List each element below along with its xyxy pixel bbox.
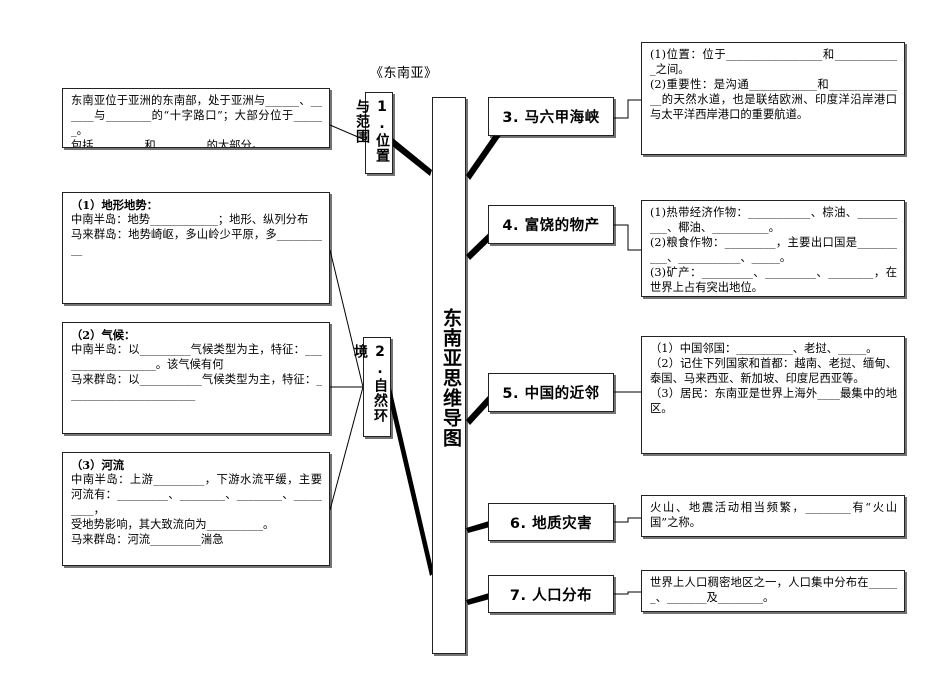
detail-box-location-range: 东南亚位于亚洲的东南部，处于亚洲与______、______与________的… xyxy=(62,88,330,148)
detail-line: (2)重要性：是沟通____________和______________的天然… xyxy=(650,77,897,121)
detail-line: （3）居民：东南亚是世界上海外____最集中的地区。 xyxy=(650,386,897,415)
detail-box-climate: （2）气候： 中南半岛：以_________气候类型为主，特征：________… xyxy=(62,322,330,434)
center-node[interactable]: 东南亚思维导图 xyxy=(432,97,466,654)
branch-node-rich-products[interactable]: 4. 富饶的物产 xyxy=(488,205,614,244)
page-title: 《东南亚》 xyxy=(370,66,438,81)
detail-box-malacca-strait: (1)位置：位于_________________和____________之间… xyxy=(641,42,905,155)
branch-label: 2.自然环境 xyxy=(352,344,388,423)
detail-line: 马来群岛：地势崎岖，多山岭少平原，多__________ xyxy=(71,227,322,256)
branch-node-malacca-strait[interactable]: 3. 马六甲海峡 xyxy=(488,97,614,136)
detail-line: 马来群岛：以___________气候类型为主，特征：_____________… xyxy=(71,372,322,401)
branch-label: 6. 地质灾害 xyxy=(509,515,593,532)
detail-box-china-neighbors: （1）中国邻国：__________、老挝、_____。 （2）记住下列国家和首… xyxy=(641,336,905,454)
detail-line: (3)矿产：_________、_________、________，在世界上占… xyxy=(650,265,897,294)
wire-branch3-to-detail3 xyxy=(614,99,641,119)
detail-line: (1)热带经济作物：___________、棕油、__________、椰油、_… xyxy=(650,206,897,234)
detail-line: 世界上人口稠密地区之一，人口集中分布在______、_______及______… xyxy=(650,576,897,604)
wire-branch4-to-detail4 xyxy=(614,224,641,251)
wire-branch2-to-center xyxy=(384,375,434,576)
branch-label: 7. 人口分布 xyxy=(509,587,593,604)
detail-line: 受地势影响，其大致流向为__________。 xyxy=(71,517,275,531)
detail-line: 东南亚位于亚洲的东南部，处于亚洲与______、______与________的… xyxy=(71,94,322,137)
wire-branch6-to-detail6 xyxy=(614,517,641,523)
detail-line: 火山、地震活动相当频繁，________有“火山国”之称。 xyxy=(650,501,897,529)
center-node-label: 东南亚思维导图 xyxy=(440,307,462,448)
detail-heading: （1）地形地势： xyxy=(71,198,158,212)
wire-branch7-to-detail7 xyxy=(614,591,641,595)
detail-box-rich-products: (1)热带经济作物：___________、棕油、__________、椰油、_… xyxy=(641,200,905,297)
detail-line: (1)位置：位于_________________和____________之间… xyxy=(650,48,897,76)
branch-node-natural-environment[interactable]: 2.自然环境 xyxy=(352,337,391,437)
branch-label: 5. 中国的近邻 xyxy=(502,386,600,402)
detail-box-geological-hazards: 火山、地震活动相当频繁，________有“火山国”之称。 xyxy=(641,495,905,537)
branch-label: 4. 富饶的物产 xyxy=(502,218,600,234)
detail-line: （2）记住下列国家和首都：越南、老挝、缅甸、泰国、马来西亚、新加坡、印度尼西亚等… xyxy=(650,356,897,385)
detail-line: （1）中国邻国：__________、老挝、_____。 xyxy=(650,342,878,355)
detail-box-population-distribution: 世界上人口稠密地区之一，人口集中分布在______、_______及______… xyxy=(641,570,905,612)
detail-line: 包括_________和_________的大部分。 xyxy=(71,138,264,148)
branch-node-location-range[interactable]: 1.位置与范围 xyxy=(354,92,393,174)
detail-line: 中南半岛：上游_________，下游水流平缓，主要河流有：_________、… xyxy=(71,472,322,516)
detail-heading: （3）河流 xyxy=(71,458,125,472)
detail-box-landform: （1）地形地势： 中南半岛：地势____________；地形、纵列分布 马来群… xyxy=(62,192,330,304)
branch-label: 3. 马六甲海峡 xyxy=(502,110,600,126)
branch-node-population-distribution[interactable]: 7. 人口分布 xyxy=(488,575,614,613)
branch-node-geological-hazards[interactable]: 6. 地质灾害 xyxy=(488,503,614,541)
detail-line: (2)粮食作物：_________，主要出口国是__________、_____… xyxy=(650,235,897,264)
branch-label: 1.位置与范围 xyxy=(354,99,390,163)
detail-line: 中南半岛：地势____________；地形、纵列分布 xyxy=(71,212,309,226)
detail-heading: （2）气候： xyxy=(71,328,136,342)
branch-node-china-neighbors[interactable]: 5. 中国的近邻 xyxy=(488,373,614,412)
detail-box-rivers: （3）河流 中南半岛：上游_________，下游水流平缓，主要河流有：____… xyxy=(62,452,330,566)
detail-line: 中南半岛：以_________气候类型为主，特征：_______________… xyxy=(71,342,322,371)
detail-line: 马来群岛：河流_________湍急 xyxy=(71,532,224,546)
